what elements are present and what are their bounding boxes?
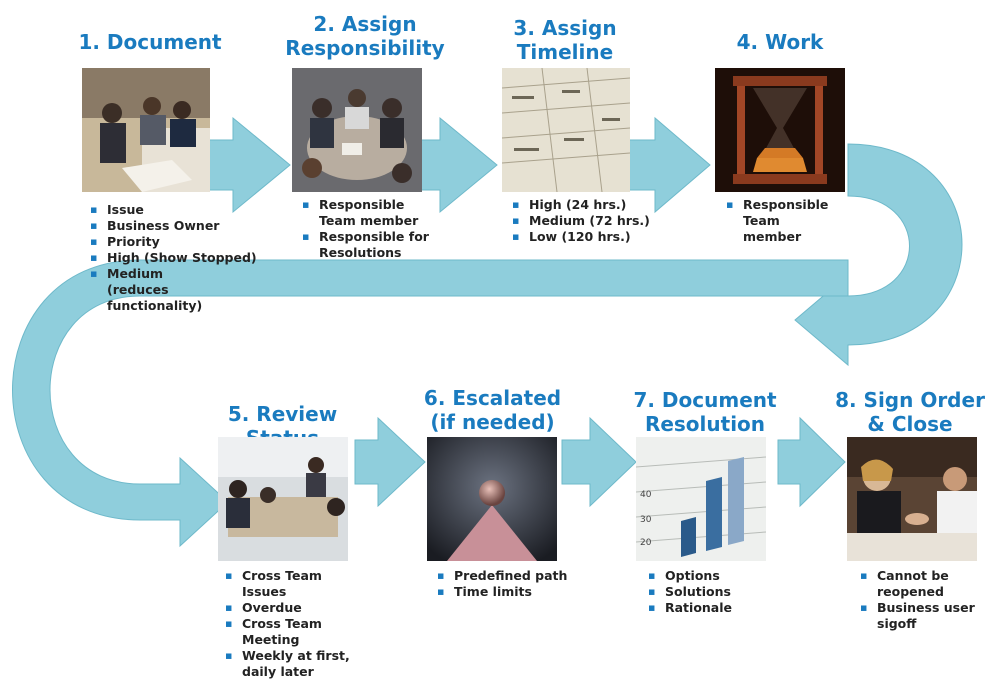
hourglass-photo <box>715 68 845 192</box>
step-2-title: 2. Assign Responsibility <box>285 12 445 60</box>
list-item: High (Show Stopped) <box>90 250 260 266</box>
list-item: Issue <box>90 202 260 218</box>
list-item: Options <box>648 568 768 584</box>
sphere-on-pyramid-photo <box>427 437 557 561</box>
list-item: Responsible Team member <box>726 197 866 245</box>
office-meeting-photo <box>82 68 210 192</box>
step-1-bullets: Issue Business Owner Priority High (Show… <box>90 202 260 314</box>
step-4-title: 4. Work <box>736 30 824 54</box>
list-item: Business user sigoff <box>860 600 990 632</box>
list-item: Rationale <box>648 600 768 616</box>
step-2-bullets: Responsible Team member Responsible for … <box>302 197 452 261</box>
list-item: Solutions <box>648 584 768 600</box>
handshake-photo <box>847 437 977 561</box>
list-item: Cross Team Meeting <box>225 616 365 648</box>
step-6-bullets: Predefined path Time limits <box>437 568 577 600</box>
schedule-document-photo <box>502 68 630 192</box>
step-3-bullets: High (24 hrs.) Medium (72 hrs.) Low (120… <box>512 197 652 245</box>
step-8-bullets: Cannot be reopened Business user sigoff <box>860 568 990 632</box>
list-item: Medium (reduces functionality) <box>90 266 260 314</box>
svg-text:30: 30 <box>640 515 652 525</box>
team-table-photo <box>292 68 422 192</box>
bar-chart-photo: 40 30 20 <box>636 437 766 561</box>
list-item: Priority <box>90 234 260 250</box>
list-item: Cannot be reopened <box>860 568 990 600</box>
list-item: Responsible Team member <box>302 197 452 229</box>
list-item: Business Owner <box>90 218 260 234</box>
svg-text:40: 40 <box>640 490 652 500</box>
step-7-bullets: Options Solutions Rationale <box>648 568 768 616</box>
list-item: Weekly at first, daily later <box>225 648 365 680</box>
list-item: Predefined path <box>437 568 577 584</box>
list-item: Responsible for Resolutions <box>302 229 452 261</box>
list-item: Cross Team Issues <box>225 568 365 600</box>
arrow-7-to-8 <box>777 416 846 508</box>
list-item: Time limits <box>437 584 577 600</box>
arrow-5-to-6 <box>354 416 426 508</box>
arrow-6-to-7 <box>561 416 637 508</box>
list-item: Overdue <box>225 600 365 616</box>
step-6-title: 6. Escalated (if needed) <box>423 386 562 434</box>
presentation-meeting-photo <box>218 437 348 561</box>
list-item: Low (120 hrs.) <box>512 229 652 245</box>
step-8-title: 8. Sign Order & Close <box>835 388 985 436</box>
list-item: High (24 hrs.) <box>512 197 652 213</box>
list-item: Medium (72 hrs.) <box>512 213 652 229</box>
step-1-title: 1. Document <box>78 30 222 54</box>
step-3-title: 3. Assign Timeline <box>513 16 617 64</box>
svg-text:20: 20 <box>640 538 652 548</box>
step-7-title: 7. Document Resolution <box>633 388 777 436</box>
arrow-4-to-5-curve-fill <box>794 143 963 367</box>
step-5-bullets: Cross Team Issues Overdue Cross Team Mee… <box>225 568 365 680</box>
step-4-bullets: Responsible Team member <box>726 197 866 245</box>
